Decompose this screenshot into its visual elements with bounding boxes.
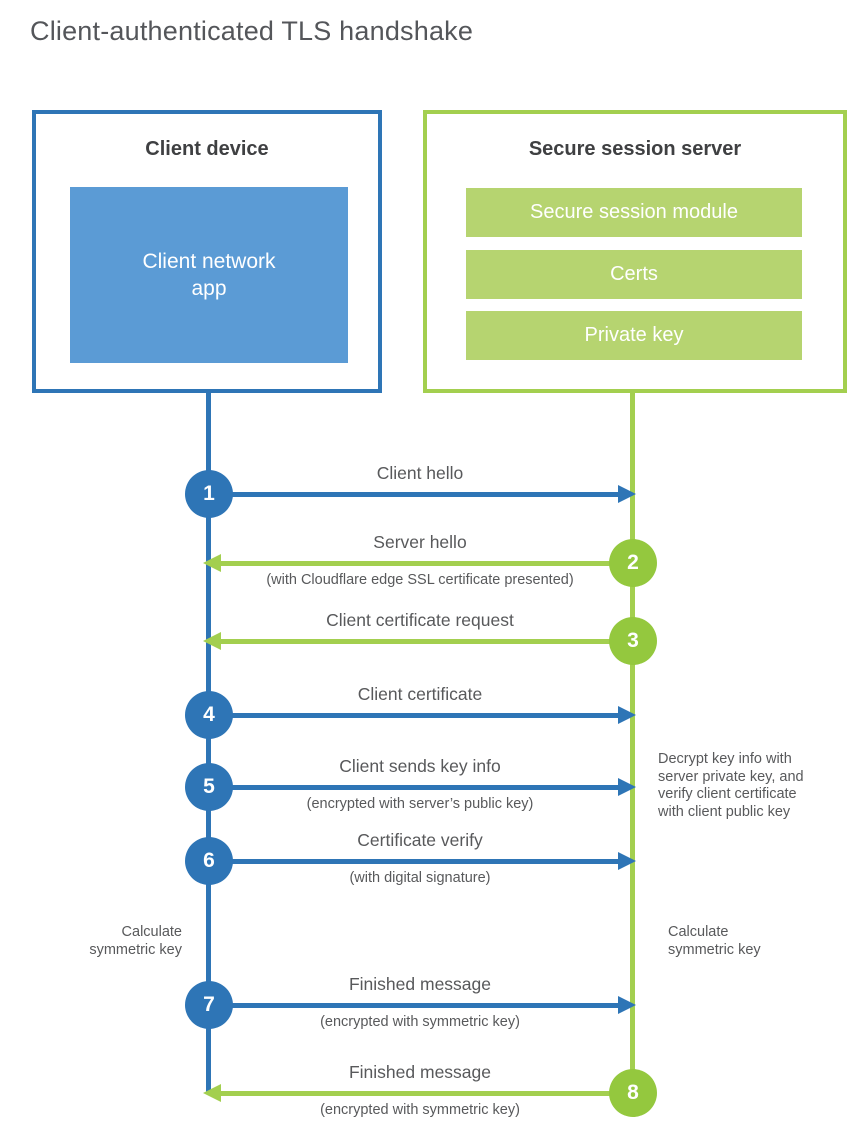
step-7-sublabel: (encrypted with symmetric key): [320, 1014, 520, 1030]
server-decrypt-key-info-note: Decrypt key info with server private key…: [658, 751, 804, 820]
step-3-arrow-shaft: [221, 639, 633, 644]
step-6-arrow-shaft: [209, 859, 619, 864]
step-8-arrow-shaft: [221, 1091, 633, 1096]
step-7-badge: 7: [185, 981, 233, 1029]
page-title: Client-authenticated TLS handshake: [30, 16, 474, 46]
server-lifeline: [630, 393, 635, 1093]
client-device-box: Client device Client network app: [32, 110, 382, 393]
step-5-badge: 5: [185, 763, 233, 811]
step-6-arrowhead-right-icon: [618, 852, 636, 870]
step-6-label: Certificate verify: [357, 830, 483, 850]
step-1-badge: 1: [185, 470, 233, 518]
step-8-badge: 8: [609, 1069, 657, 1117]
server-module-private-key: Private key: [466, 311, 802, 360]
step-4-arrow-shaft: [209, 713, 619, 718]
step-8-label: Finished message: [348, 1062, 492, 1082]
step-2-arrowhead-left-icon: [203, 554, 221, 572]
step-5-arrow-shaft: [209, 785, 619, 790]
step-3-badge: 3: [609, 617, 657, 665]
step-7-arrowhead-right-icon: [618, 996, 636, 1014]
step-7-label: Finished message: [348, 974, 492, 994]
step-1-arrow-shaft: [209, 492, 619, 497]
server-module-secure-session: Secure session module: [466, 188, 802, 237]
step-4-label: Client certificate: [357, 684, 483, 704]
step-4-arrowhead-right-icon: [618, 706, 636, 724]
step-8-arrowhead-left-icon: [203, 1084, 221, 1102]
step-1-label: Client hello: [376, 463, 464, 483]
step-2-arrow-shaft: [221, 561, 633, 566]
step-1-arrowhead-right-icon: [618, 485, 636, 503]
client-device-title: Client device: [145, 138, 269, 160]
secure-session-server-box: Secure session server Secure session mod…: [423, 110, 847, 393]
secure-session-server-title: Secure session server: [528, 138, 742, 160]
step-5-label: Client sends key info: [339, 756, 501, 776]
step-5-sublabel: (encrypted with server’s public key): [306, 796, 534, 812]
step-2-sublabel: (with Cloudflare edge SSL certificate pr…: [266, 572, 574, 588]
step-7-arrow-shaft: [209, 1003, 619, 1008]
client-calculate-symmetric-key-note: Calculate symmetric key: [89, 924, 182, 958]
step-5-arrowhead-right-icon: [618, 778, 636, 796]
step-8-sublabel: (encrypted with symmetric key): [320, 1102, 520, 1118]
step-2-badge: 2: [609, 539, 657, 587]
server-calculate-symmetric-key-note: Calculate symmetric key: [668, 924, 761, 958]
step-3-arrowhead-left-icon: [203, 632, 221, 650]
client-lifeline: [206, 393, 211, 1093]
step-6-sublabel: (with digital signature): [349, 870, 491, 886]
step-3-label: Client certificate request: [326, 610, 514, 630]
step-4-badge: 4: [185, 691, 233, 739]
step-2-label: Server hello: [373, 532, 467, 552]
client-network-app-box: Client network app: [70, 187, 348, 363]
server-module-certs: Certs: [466, 250, 802, 299]
step-6-badge: 6: [185, 837, 233, 885]
